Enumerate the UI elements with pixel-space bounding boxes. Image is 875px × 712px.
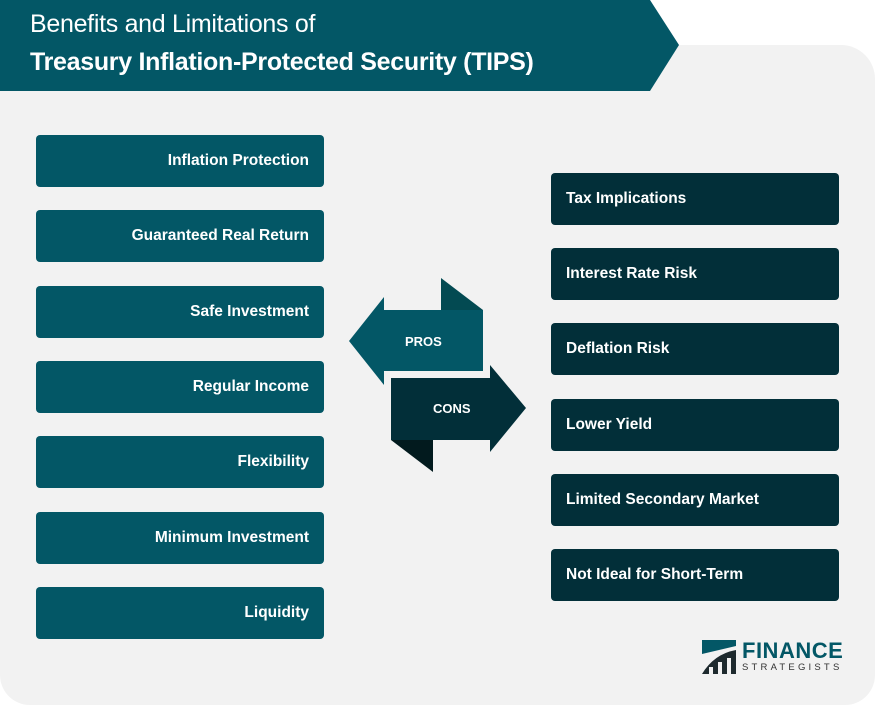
pros-arrow-fold: [441, 278, 483, 310]
con-item: Not Ideal for Short-Term: [551, 549, 839, 601]
pros-label: PROS: [405, 334, 442, 349]
cons-arrow: [391, 365, 526, 452]
pro-item: Guaranteed Real Return: [36, 210, 324, 262]
cons-arrow-fold: [391, 440, 433, 472]
title-line1: Benefits and Limitations of: [30, 10, 316, 38]
title-line2: Treasury Inflation-Protected Security (T…: [30, 48, 534, 76]
pro-item: Inflation Protection: [36, 135, 324, 187]
con-item: Limited Secondary Market: [551, 474, 839, 526]
con-item: Interest Rate Risk: [551, 248, 839, 300]
pro-item: Liquidity: [36, 587, 324, 639]
con-item: Deflation Risk: [551, 323, 839, 375]
finance-strategists-logo-icon: [702, 640, 736, 674]
con-item: Lower Yield: [551, 399, 839, 451]
pro-item: Flexibility: [36, 436, 324, 488]
pro-item: Regular Income: [36, 361, 324, 413]
pro-item: Safe Investment: [36, 286, 324, 338]
pro-item: Minimum Investment: [36, 512, 324, 564]
con-item: Tax Implications: [551, 173, 839, 225]
cons-label: CONS: [433, 401, 471, 416]
banner-shape: [0, 0, 679, 91]
pros-arrow: [349, 297, 483, 385]
logo-text-finance: FINANCE: [742, 638, 844, 663]
logo-text-strategists: STRATEGISTS: [742, 662, 843, 673]
